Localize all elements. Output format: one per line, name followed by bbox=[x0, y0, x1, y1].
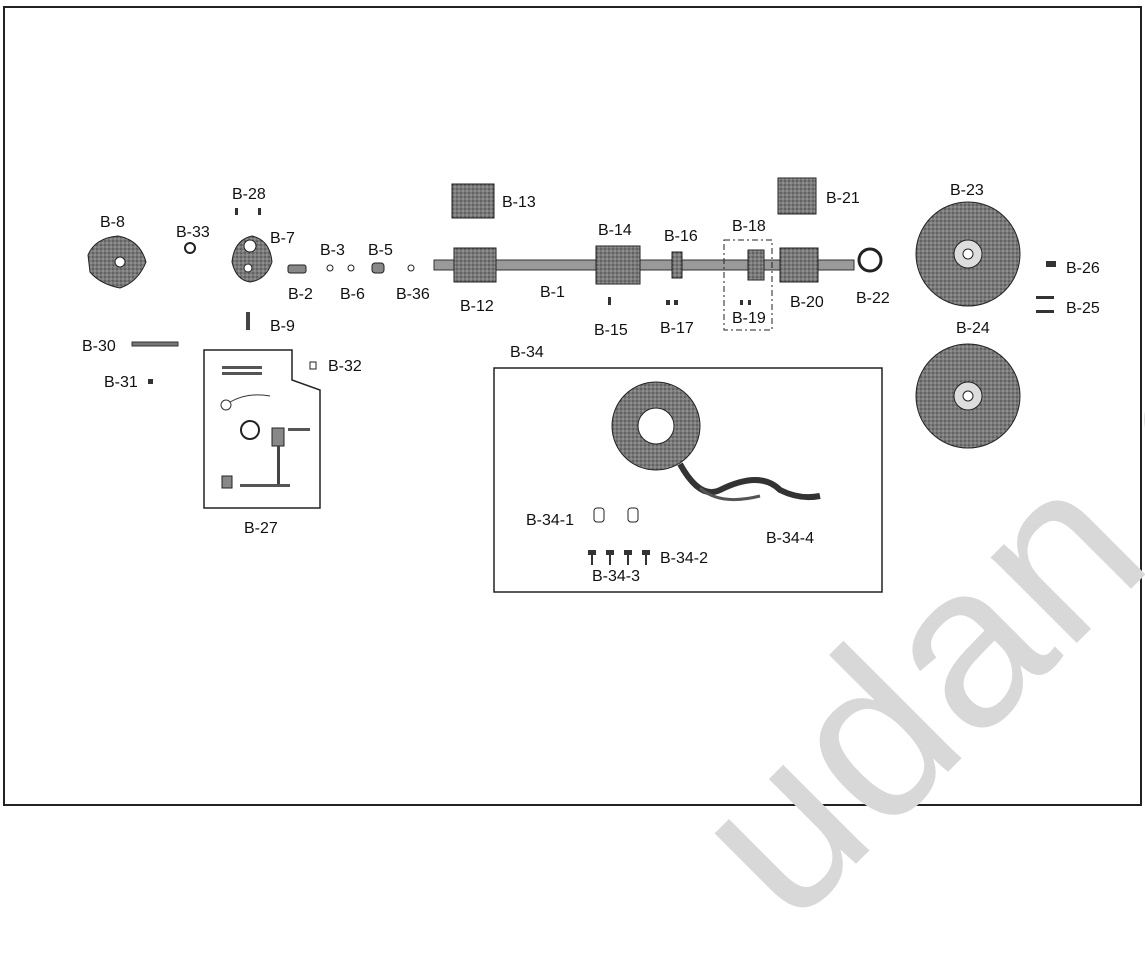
part-b5 bbox=[371, 262, 385, 274]
label-b14: B-14 bbox=[598, 222, 632, 239]
label-b18: B-18 bbox=[732, 218, 766, 235]
label-b25: B-25 bbox=[1066, 300, 1100, 317]
label-b22: B-22 bbox=[856, 290, 890, 307]
part-b36 bbox=[407, 264, 415, 272]
part-b2 bbox=[287, 264, 307, 274]
label-b17: B-17 bbox=[660, 320, 694, 337]
part-b19 bbox=[748, 300, 751, 305]
part-b1-shaft bbox=[433, 245, 855, 285]
part-b27-kit bbox=[203, 349, 321, 509]
label-b6: B-6 bbox=[340, 286, 365, 303]
label-b32: B-32 bbox=[328, 358, 362, 375]
part-b8-plate bbox=[87, 235, 147, 289]
label-b3: B-3 bbox=[320, 242, 345, 259]
part-b28-pin bbox=[235, 208, 238, 215]
part-b17 bbox=[666, 300, 670, 305]
part-b32 bbox=[309, 361, 317, 370]
label-b20: B-20 bbox=[790, 294, 824, 311]
part-b19 bbox=[740, 300, 743, 305]
part-b31 bbox=[148, 379, 153, 384]
label-b9: B-9 bbox=[270, 318, 295, 335]
part-b17 bbox=[674, 300, 678, 305]
label-b12: B-12 bbox=[460, 298, 494, 315]
part-b33-ring bbox=[184, 242, 196, 254]
part-b9-screw bbox=[246, 312, 250, 330]
label-b23: B-23 bbox=[950, 182, 984, 199]
part-b6 bbox=[347, 264, 355, 272]
part-b30-rod bbox=[131, 341, 179, 347]
label-b36: B-36 bbox=[396, 286, 430, 303]
parts-drawing bbox=[87, 177, 1056, 593]
label-b24: B-24 bbox=[956, 320, 990, 337]
part-b24-wheel bbox=[915, 343, 1021, 449]
part-b22-ring bbox=[857, 247, 883, 273]
label-b5: B-5 bbox=[368, 242, 393, 259]
diagram-frame bbox=[3, 6, 1142, 806]
part-b23-wheel bbox=[915, 201, 1021, 307]
label-b34-2: B-34-2 bbox=[660, 550, 709, 567]
label-b2: B-2 bbox=[288, 286, 313, 303]
label-b7: B-7 bbox=[270, 230, 295, 247]
label-b13: B-13 bbox=[502, 194, 536, 211]
label-b26: B-26 bbox=[1066, 260, 1100, 277]
part-b3 bbox=[326, 264, 334, 272]
part-b26 bbox=[1046, 261, 1056, 267]
label-b15: B-15 bbox=[594, 322, 628, 339]
label-b34-1: B-34-1 bbox=[526, 512, 575, 529]
b18-b19-bracket bbox=[723, 239, 773, 331]
label-b8: B-8 bbox=[100, 214, 125, 231]
label-b16: B-16 bbox=[664, 228, 698, 245]
part-b15 bbox=[608, 297, 611, 305]
label-b31: B-31 bbox=[104, 374, 138, 391]
part-b34-kit bbox=[493, 367, 883, 593]
label-b34-4: B-34-4 bbox=[766, 530, 815, 547]
label-b27: B-27 bbox=[244, 520, 278, 537]
part-b21 bbox=[777, 177, 817, 215]
label-b21: B-21 bbox=[826, 190, 860, 207]
label-b1: B-1 bbox=[540, 284, 565, 301]
part-b25 bbox=[1036, 296, 1054, 299]
part-b25 bbox=[1036, 310, 1054, 313]
part-b28-pin bbox=[258, 208, 261, 215]
part-b13 bbox=[451, 183, 495, 219]
part-b7-plate bbox=[231, 235, 273, 283]
label-b28: B-28 bbox=[232, 186, 266, 203]
label-b34: B-34 bbox=[510, 344, 544, 361]
label-b34-3: B-34-3 bbox=[592, 568, 641, 585]
label-b19: B-19 bbox=[732, 310, 766, 327]
label-b33: B-33 bbox=[176, 224, 210, 241]
label-b30: B-30 bbox=[82, 338, 116, 355]
